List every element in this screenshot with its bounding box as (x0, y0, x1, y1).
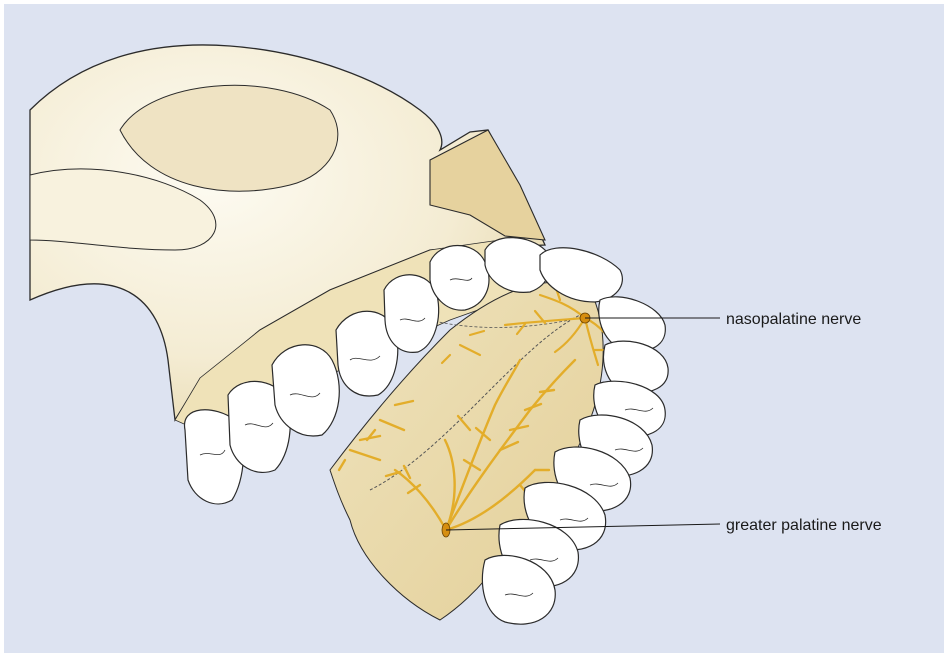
greater-palatine-nerve-label: greater palatine nerve (726, 516, 882, 536)
nasopalatine-nerve-label: nasopalatine nerve (726, 310, 861, 330)
